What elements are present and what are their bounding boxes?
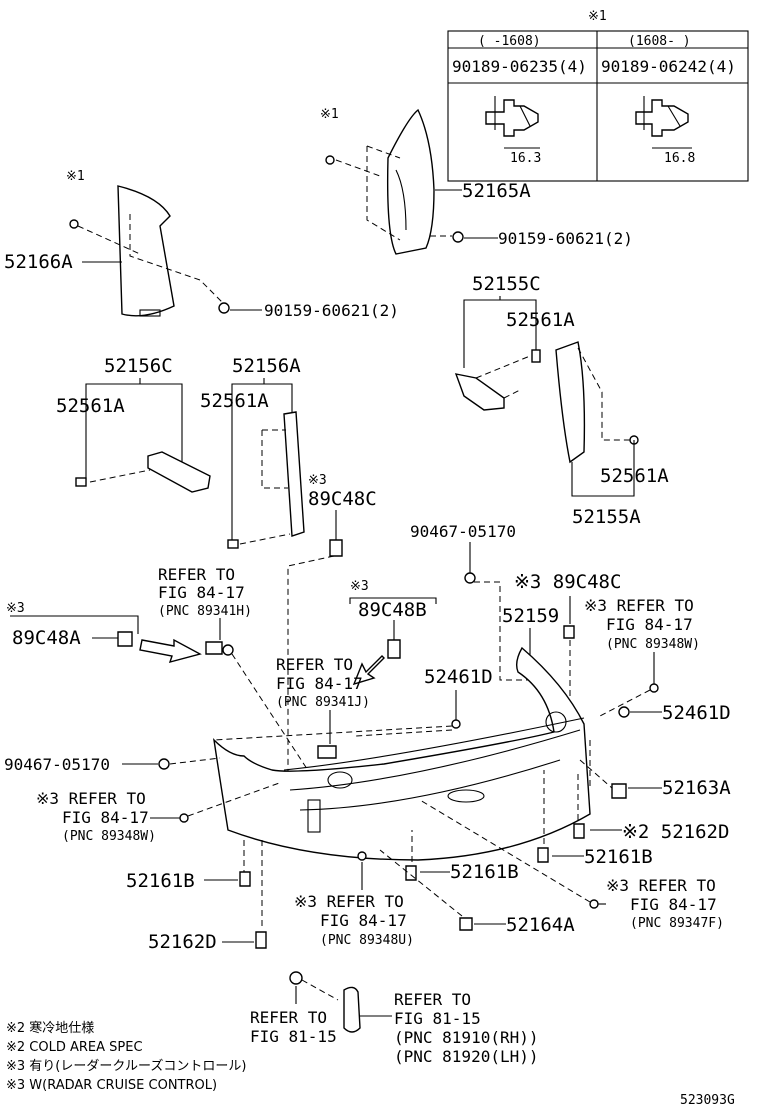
label-52155A: 52155A (572, 506, 641, 528)
label-89C48C-1: 89C48C (308, 488, 377, 510)
note-4: ※3 W(RADAR CRUISE CONTROL) (6, 1078, 217, 1093)
table-col1-part: 90189-06235(4) (452, 57, 587, 76)
refer1-line3: (PNC 89341H) (158, 604, 252, 619)
refer7-line1: REFER TO (250, 1008, 327, 1027)
label-52156C: 52156C (104, 355, 173, 377)
part-52156A-shape (227, 411, 305, 549)
refer5-line3: (PNC 89347F) (630, 916, 724, 931)
part-52166A-shape (77, 185, 223, 317)
label-52155C: 52155C (472, 273, 541, 295)
mark-3b: ※3 (6, 601, 25, 616)
label-52161B-3: 52161B (126, 870, 195, 892)
label-52461D-1: 52461D (424, 666, 493, 688)
refer5-line1: ※3 REFER TO (606, 876, 716, 895)
label-52164A: 52164A (506, 914, 575, 936)
table-col2-part: 90189-06242(4) (601, 57, 736, 76)
refer8-line4: (PNC 81920(LH)) (394, 1047, 539, 1066)
table-col2-dim: 16.8 (664, 151, 695, 166)
part-52156C-shape (75, 451, 211, 493)
label-90159-a: 90159-60621(2) (498, 229, 633, 248)
clip-icon-1 (485, 96, 540, 149)
label-52159: 52159 (502, 605, 559, 627)
note-1: ※2 寒冷地仕様 (6, 1020, 94, 1036)
label-52561A-3: 52561A (200, 390, 269, 412)
label-90467-1: 90467-05170 (410, 522, 516, 541)
part-52155C-shape (454, 349, 541, 411)
refer8-line1: REFER TO (394, 990, 471, 1009)
refer2-line2: FIG 84-17 (606, 615, 693, 634)
label-52165A: 52165A (462, 180, 531, 202)
label-90467-2: 90467-05170 (4, 755, 110, 774)
refer5-line2: FIG 84-17 (630, 895, 717, 914)
label-52461D-2: 52461D (662, 702, 731, 724)
label-52161B-2: 52161B (450, 861, 519, 883)
mark-1a: ※1 (320, 107, 339, 122)
refer1-line1: REFER TO (158, 565, 235, 584)
table-col1-dim: 16.3 (510, 151, 541, 166)
label-52161B-1: 52161B (584, 846, 653, 868)
refer4-line3: (PNC 89348W) (62, 829, 156, 844)
label-90159-b: 90159-60621(2) (264, 301, 399, 320)
table-col2-range: (1608- ) (628, 34, 691, 49)
label-52561A-1: 52561A (506, 309, 575, 331)
clip-icon-2 (635, 96, 692, 149)
label-52156A: 52156A (232, 355, 301, 377)
label-52561A-4: 52561A (600, 465, 669, 487)
refer6-line3: (PNC 89348U) (320, 933, 414, 948)
label-89C48C-2: ※3 89C48C (514, 571, 621, 593)
diagram-id: 523093G (680, 1093, 735, 1108)
refer2-line1: ※3 REFER TO (584, 596, 694, 615)
refer8-line3: (PNC 81910(RH)) (394, 1028, 539, 1047)
note-2: ※2 COLD AREA SPEC (6, 1040, 143, 1055)
refer3-line1: REFER TO (276, 655, 353, 674)
label-52166A: 52166A (4, 251, 73, 273)
refer6-line1: ※3 REFER TO (294, 892, 404, 911)
note-3: ※3 有り(レーダークルーズコントロール) (6, 1058, 246, 1074)
refer4-line1: ※3 REFER TO (36, 789, 146, 808)
label-89C48B: 89C48B (358, 599, 427, 621)
refer4-line2: FIG 84-17 (62, 808, 149, 827)
part-52155A-shape (555, 341, 639, 464)
refer1-line2: FIG 84-17 (158, 583, 245, 602)
label-52162D-2: 52162D (148, 931, 217, 953)
table-col1-range: ( -1608) (478, 34, 541, 49)
mark-1b: ※1 (66, 169, 85, 184)
label-89C48A: 89C48A (12, 627, 81, 649)
table-header-mark: ※1 (588, 9, 607, 24)
part-52165A-shape (325, 108, 435, 255)
bumper-cover (212, 646, 591, 930)
refer6-line2: FIG 84-17 (320, 911, 407, 930)
refer8-line2: FIG 81-15 (394, 1009, 481, 1028)
refer7-line2: FIG 81-15 (250, 1027, 337, 1046)
mark-3a: ※3 (308, 473, 327, 488)
mark-3c: ※3 (350, 579, 369, 594)
label-52163A: 52163A (662, 777, 731, 799)
clip-table: ( -1608) (1608- ) 90189-06235(4) 90189-0… (447, 30, 749, 182)
label-52561A-2: 52561A (56, 395, 125, 417)
refer3-line3: (PNC 89341J) (276, 695, 370, 710)
refer2-line3: (PNC 89348W) (606, 637, 700, 652)
refer3-line2: FIG 84-17 (276, 674, 363, 693)
label-52162D-1: ※2 52162D (622, 821, 729, 843)
